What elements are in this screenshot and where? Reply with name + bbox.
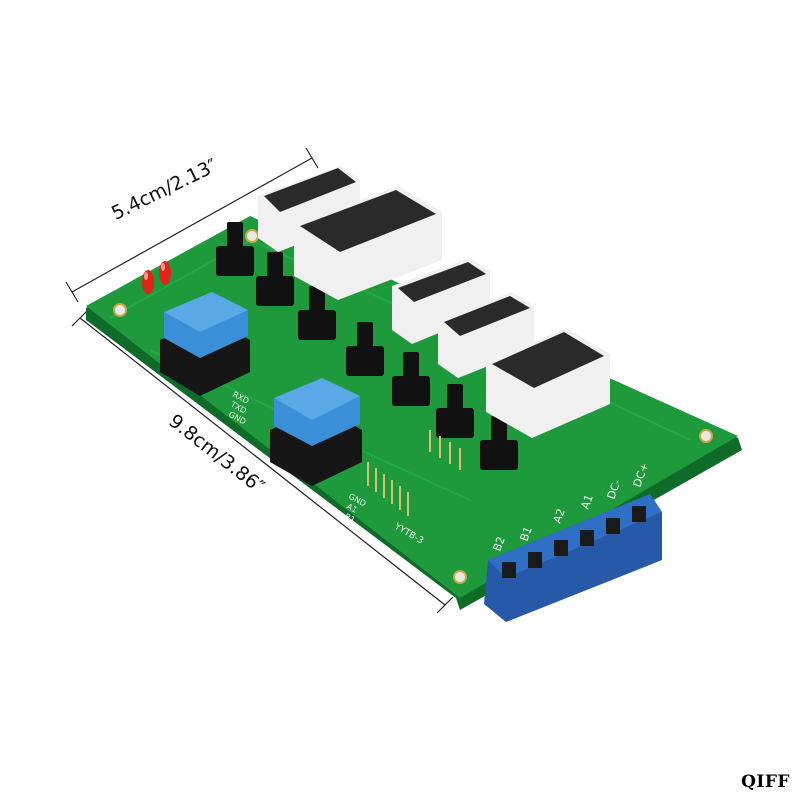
large-button-1[interactable] — [160, 292, 250, 396]
header-label-a1: A1 — [345, 502, 359, 515]
pcb-board — [86, 216, 738, 598]
mounting-holes — [113, 229, 713, 584]
red-leds — [142, 261, 171, 294]
watermark: QIFF — [741, 772, 790, 792]
terminal-label-dc-minus: DC- — [605, 478, 624, 501]
terminal-label-a2: A2 — [551, 507, 568, 525]
terminal-label-a1: A1 — [579, 493, 596, 511]
terminal-label-b1: B1 — [518, 525, 535, 543]
tactile-switches[interactable] — [216, 222, 518, 470]
header-label-b1: B1 — [343, 512, 357, 525]
length-dimension-line — [71, 309, 454, 614]
seven-segment-displays — [258, 166, 610, 438]
width-dimension-line — [65, 147, 319, 303]
screw-terminal-block[interactable] — [484, 494, 662, 622]
large-button-2[interactable] — [270, 378, 362, 486]
pin-headers — [367, 430, 461, 516]
terminal-label-b2: B2 — [491, 535, 508, 553]
